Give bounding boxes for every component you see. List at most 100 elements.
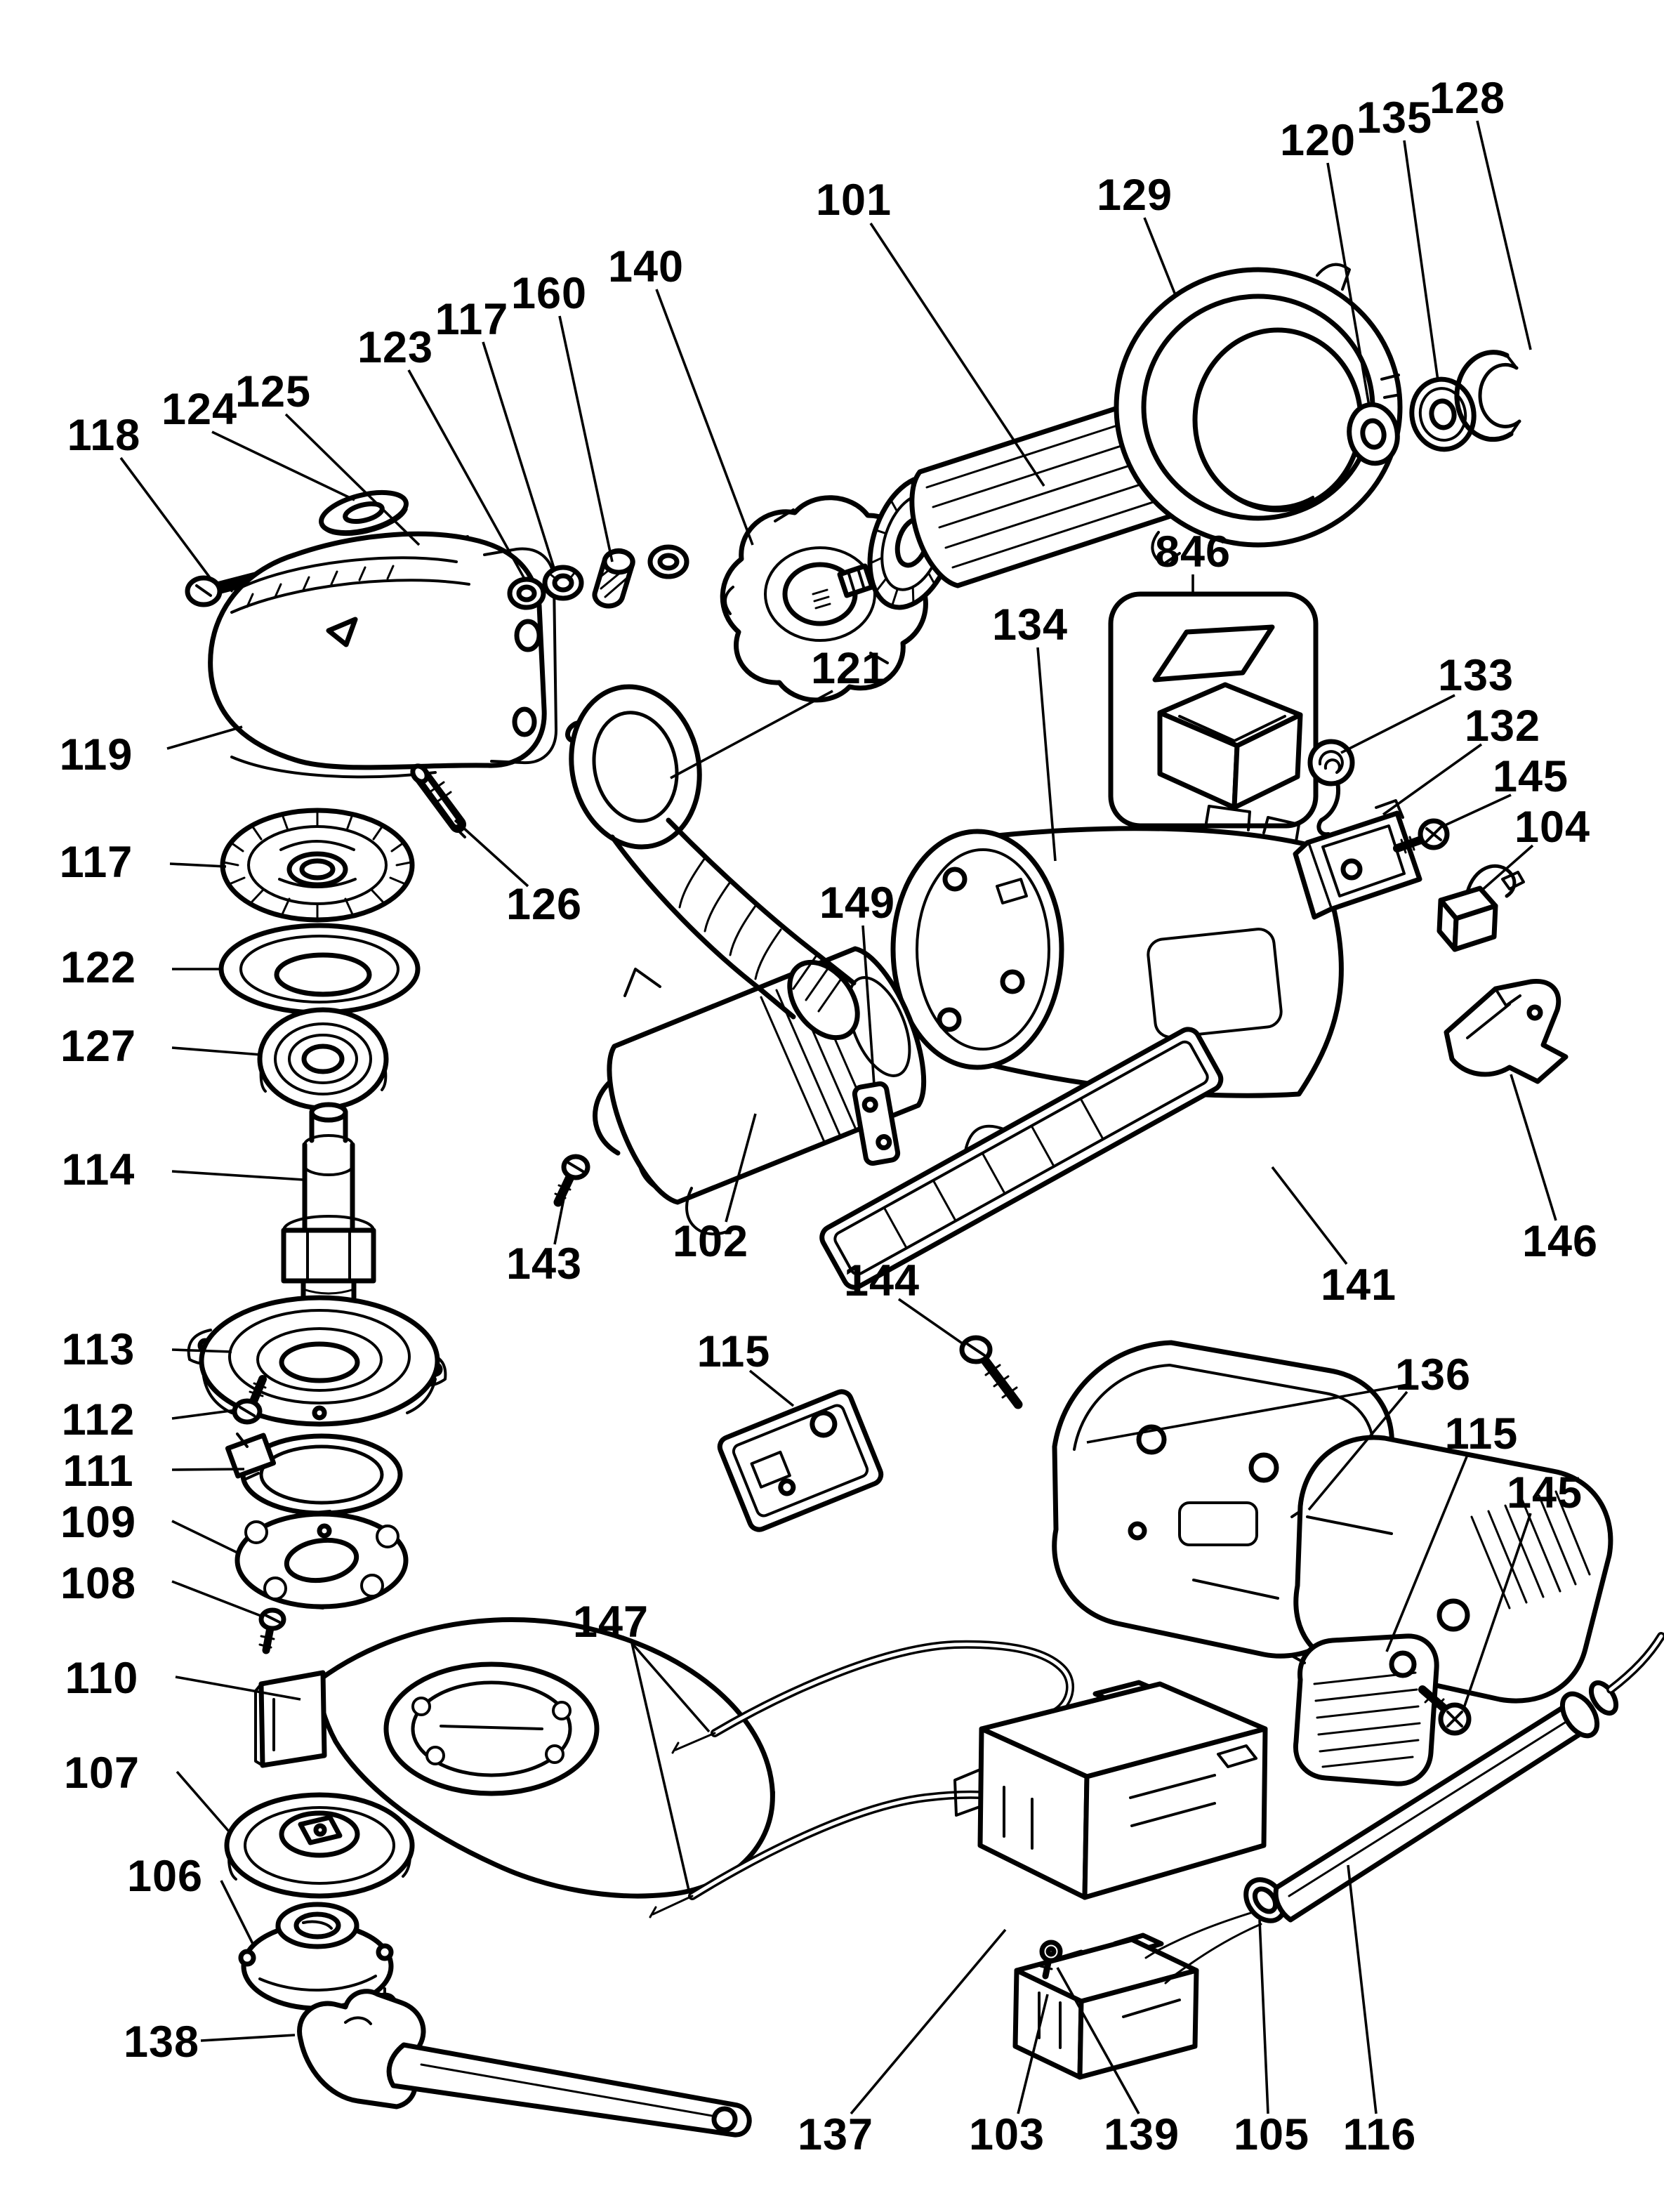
leader-line-139 <box>1056 1967 1140 2114</box>
leader-line-125 <box>284 413 421 546</box>
cover-plate-115-left-drawing <box>717 1389 884 1532</box>
part-number-127: 127 <box>60 1022 136 1071</box>
part-number-118: 118 <box>67 411 141 460</box>
pin-126-drawing <box>410 763 466 838</box>
leader-line-138 <box>200 2034 296 2042</box>
leader-line-118 <box>119 456 212 580</box>
leader-line-135 <box>1403 140 1439 381</box>
leader-line-115 <box>1385 1454 1469 1652</box>
leader-line-140 <box>655 289 754 546</box>
part-number-104: 104 <box>1514 803 1590 852</box>
part-number-137: 137 <box>798 2110 873 2159</box>
washer-122-drawing <box>218 923 421 1015</box>
leader-line-128 <box>1476 120 1532 350</box>
flange-107-drawing <box>224 1792 415 1899</box>
switch-137-drawing <box>953 1680 1268 1900</box>
leader-line-127 <box>171 1046 262 1056</box>
leader-line-116 <box>1347 1864 1378 2114</box>
part-number-129: 129 <box>1097 171 1173 220</box>
leader-line-141 <box>1271 1166 1348 1265</box>
leader-line-136 <box>1086 1383 1408 1444</box>
leader-line-134 <box>1036 647 1057 862</box>
leader-line-120 <box>1326 162 1371 407</box>
screw-112-drawing <box>232 1375 267 1425</box>
part-number-109: 109 <box>60 1498 136 1547</box>
leader-line-126 <box>454 819 529 888</box>
leader-lines-layer <box>119 120 1557 2115</box>
leader-line-105 <box>1258 1919 1269 2114</box>
part-number-112: 112 <box>62 1395 136 1444</box>
leader-line-113 <box>171 1348 232 1353</box>
part-number-122: 122 <box>60 943 136 992</box>
part-number-145: 145 <box>1507 1468 1583 1518</box>
leader-line-147 <box>630 1642 691 1894</box>
part-number-136: 136 <box>1395 1350 1471 1400</box>
screw-144-drawing <box>959 1335 1023 1409</box>
ring-111-drawing <box>225 1433 403 1516</box>
screw-145-lower-drawing <box>1418 1685 1472 1736</box>
leader-line-119 <box>166 725 243 750</box>
part-number-119: 119 <box>60 730 133 779</box>
part-number-116: 116 <box>1343 2110 1417 2159</box>
part-number-134: 134 <box>992 600 1068 650</box>
part-number-135: 135 <box>1356 93 1432 143</box>
part-number-140: 140 <box>608 242 684 291</box>
plate-149-drawing <box>852 1081 901 1166</box>
motor-housing-134-drawing <box>890 805 1344 1098</box>
screw-139-drawing <box>1039 1940 1063 1980</box>
leader-line-145 <box>1462 1513 1532 1709</box>
leader-line-145 <box>1440 794 1512 829</box>
part-number-121: 121 <box>811 644 887 693</box>
part-number-143: 143 <box>506 1239 582 1289</box>
leader-line-112 <box>171 1409 237 1420</box>
leader-line-123 <box>407 369 527 581</box>
part-number-144: 144 <box>844 1256 920 1305</box>
leader-line-117 <box>482 341 556 571</box>
part-number-145: 145 <box>1493 752 1569 801</box>
latch-146-drawing <box>1444 978 1569 1084</box>
part-number-101: 101 <box>816 176 892 225</box>
part-number-128: 128 <box>1429 74 1505 123</box>
leader-line-121 <box>670 690 833 779</box>
leader-line-129 <box>1143 217 1177 296</box>
gearcase-119-drawing <box>208 531 557 779</box>
leader-line-108 <box>171 1580 263 1618</box>
clamp-nut-106-drawing <box>238 1902 394 2011</box>
leader-line-146 <box>1510 1074 1557 1221</box>
part-number-113: 113 <box>62 1325 136 1374</box>
part-number-117: 117 <box>60 838 133 887</box>
bearing-cap-113-drawing <box>187 1295 447 1427</box>
part-number-120: 120 <box>1280 116 1356 165</box>
leader-line-137 <box>850 1928 1007 2115</box>
washer-123-drawing <box>507 577 546 610</box>
part-number-117: 117 <box>435 295 509 344</box>
wrench-138-drawing <box>297 1987 752 2138</box>
part-number-110: 110 <box>65 1654 139 1703</box>
part-drawings-layer <box>185 263 1664 2138</box>
washer-124-drawing <box>319 489 409 536</box>
leader-line-102 <box>725 1113 757 1223</box>
leader-line-143 <box>553 1187 567 1245</box>
leader-line-124 <box>211 430 355 501</box>
washer-120-drawing <box>1347 402 1400 466</box>
leader-line-136 <box>1307 1390 1408 1511</box>
screw-143-drawing <box>553 1154 590 1207</box>
part-number-103: 103 <box>969 2110 1045 2159</box>
part-number-108: 108 <box>60 1559 136 1608</box>
part-number-133: 133 <box>1438 651 1514 700</box>
part-number-107: 107 <box>64 1749 140 1798</box>
leader-line-111 <box>171 1468 245 1471</box>
leader-line-115 <box>748 1369 795 1407</box>
part-number-846: 846 <box>1155 527 1231 577</box>
brush-bar-141-drawing <box>819 1027 1224 1290</box>
part-number-125: 125 <box>235 367 311 416</box>
screw-108-drawing <box>258 1607 286 1654</box>
side-handle-121-drawing <box>565 684 860 1041</box>
part-number-138: 138 <box>124 2017 199 2067</box>
retaining-ring-128-drawing <box>1454 350 1521 442</box>
cord-protector-116-drawing <box>1273 1632 1664 1923</box>
leader-line-110 <box>175 1676 301 1701</box>
cord-set-drawing <box>1144 1632 1664 1984</box>
